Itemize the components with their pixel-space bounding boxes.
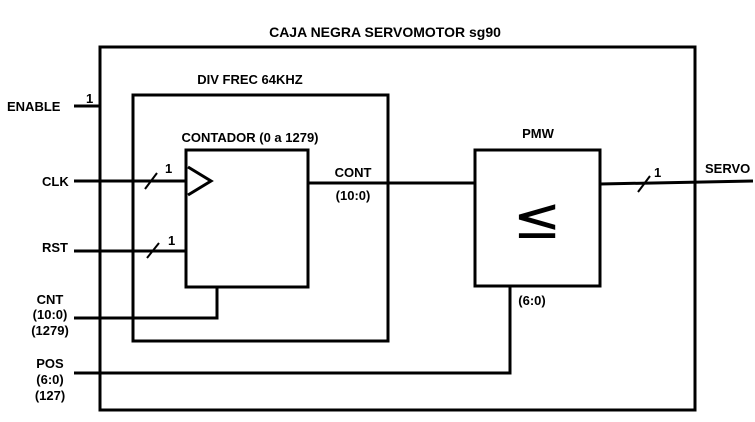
- pmw-label: PMW: [522, 126, 555, 141]
- servo-label: SERVO: [705, 161, 750, 176]
- enable-label: ENABLE: [7, 99, 61, 114]
- cont-width: (10:0): [336, 188, 371, 203]
- cnt-wire: [74, 287, 219, 320]
- div-frec-block: [131, 93, 390, 343]
- rst-label: RST: [42, 240, 68, 255]
- cnt-value: (1279): [31, 323, 69, 338]
- pos-tap-width: (6:0): [518, 293, 545, 308]
- less-equal-comparator-icon: ≤: [513, 184, 562, 252]
- div-frec-label: DIV FREC 64KHZ: [197, 72, 303, 87]
- pmw-block: [473, 148, 602, 288]
- pos-wire: [74, 286, 512, 375]
- cnt-label: CNT: [37, 292, 64, 307]
- pos-width: (6:0): [36, 372, 63, 387]
- rst-bits: 1: [168, 233, 175, 248]
- pos-value: (127): [35, 388, 65, 403]
- clock-triangle-icon: [187, 165, 214, 197]
- servo-bits: 1: [654, 165, 661, 180]
- cont-label: CONT: [335, 165, 372, 180]
- servo-bus-slash: [637, 175, 651, 193]
- cnt-width: (10:0): [33, 307, 68, 322]
- counter-block: [184, 148, 310, 289]
- rst-bus-slash: [146, 242, 160, 259]
- diagram-title: CAJA NEGRA SERVOMOTOR sg90: [269, 24, 501, 40]
- pos-label: POS: [36, 356, 64, 371]
- outer-black-box: [98, 45, 697, 412]
- servo-wire: [599, 179, 754, 186]
- clk-bits: 1: [165, 161, 172, 176]
- clk-label: CLK: [42, 174, 69, 189]
- clk-bus-slash: [144, 172, 158, 190]
- counter-label: CONTADOR (0 a 1279): [181, 130, 318, 145]
- enable-bits: 1: [86, 91, 93, 106]
